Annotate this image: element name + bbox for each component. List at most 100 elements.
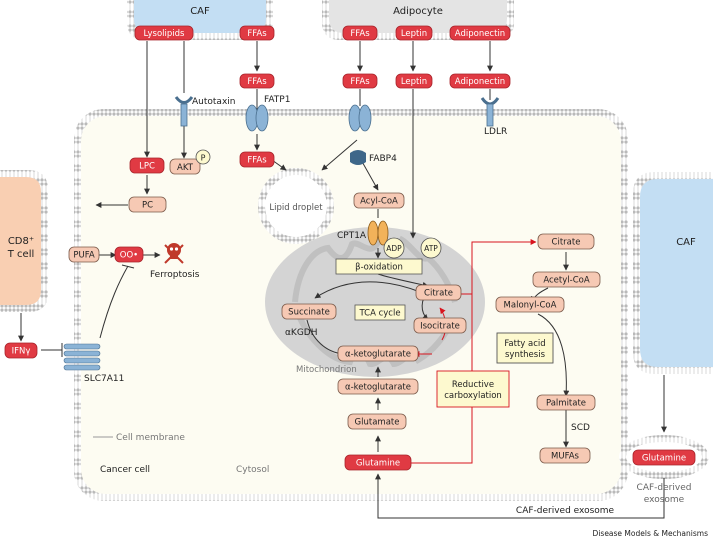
node-label-glutamine-exo: Glutamine — [642, 454, 686, 464]
node-ifn: IFNγ — [4, 342, 38, 359]
node-label-glutamine: Glutamine — [356, 459, 400, 469]
node-citrate-cyto: Citrate — [537, 233, 595, 250]
node-label-reductive-1: Reductive — [452, 380, 494, 390]
slc7a11-transporter — [63, 343, 101, 371]
caf-right-cell: CAF — [633, 172, 713, 374]
node-label-ffas-ext-b: FFAs — [350, 77, 370, 87]
node-label-akg-1: α-ketoglutarate — [345, 350, 411, 360]
node-ffas-in: FFAs — [239, 151, 275, 168]
adipocyte-ffa-transporter — [348, 104, 372, 132]
fatp1-label: FATP1 — [264, 95, 290, 105]
node-label-citrate-cyto: Citrate — [552, 238, 581, 248]
node-label-acyl-coa: Acyl-CoA — [360, 197, 398, 207]
node-citrate-mito: Citrate — [415, 284, 462, 301]
node-ffas-caf: FFAs — [239, 25, 275, 41]
node-label-lpc: LPC — [139, 162, 155, 172]
caf-top-title: CAF — [190, 6, 210, 17]
node-label-adiponectin-ext: Adiponectin — [455, 77, 505, 87]
node-label-mufas: MUFAs — [551, 452, 579, 462]
autotaxin-receptor — [174, 96, 194, 127]
node-ffas-ext-a: FFAs — [239, 73, 275, 89]
node-akg-2: α-ketoglutarate — [337, 378, 419, 395]
node-glutamate: Glutamate — [347, 413, 407, 430]
node-mufas: MUFAs — [539, 447, 591, 464]
fatp1-transporter — [245, 104, 269, 132]
node-label-citrate-mito: Citrate — [424, 289, 453, 299]
node-beta-ox: β-oxidation — [335, 258, 423, 275]
ldlr-label: LDLR — [484, 127, 507, 137]
ferroptosis-label: Ferroptosis — [150, 270, 200, 280]
autotaxin-label: Autotaxin — [192, 97, 235, 107]
node-adp: ADP — [383, 237, 405, 259]
node-label-ffas-adipo: FFAs — [350, 29, 370, 39]
skull-crossbones-icon — [164, 243, 184, 264]
cell-membrane-label: Cell membrane — [116, 433, 185, 443]
mitochondrion-label: Mitochondrion — [296, 365, 357, 375]
node-label-ffas-in: FFAs — [247, 156, 267, 166]
node-label-leptin-adipo: Leptin — [401, 29, 427, 39]
ldlr-receptor — [480, 97, 500, 127]
node-label-lysolipids: Lysolipids — [144, 29, 185, 39]
cd8-tcell: CD8⁺ T cell — [0, 170, 48, 312]
node-label-leptin-ext: Leptin — [401, 77, 427, 87]
node-label-palmitate: Palmitate — [546, 399, 586, 409]
node-pc: PC — [128, 196, 167, 213]
lipid-droplet-label: Lipid droplet — [269, 203, 323, 213]
caf-right-title: CAF — [676, 237, 696, 248]
node-isocitrate: Isocitrate — [413, 317, 467, 334]
node-label-reductive-2: carboxylation — [444, 391, 502, 401]
node-succinate: Succinate — [281, 303, 337, 320]
node-oo: OO• — [114, 246, 144, 263]
node-leptin-ext: Leptin — [395, 73, 433, 89]
cpt1a-transporter — [367, 220, 389, 246]
node-label-tca: TCA cycle — [358, 309, 400, 319]
node-label-ffas-caf: FFAs — [247, 29, 267, 39]
node-leptin-adipo: Leptin — [395, 25, 433, 41]
caf-exosome-arrow-label: CAF-derived exosome — [516, 506, 615, 516]
node-lysolipids: Lysolipids — [134, 25, 194, 41]
akgdh-label: αKGDH — [285, 328, 318, 338]
node-label-malonyl-coa: Malonyl-CoA — [504, 301, 557, 311]
node-atp: ATP — [420, 237, 442, 259]
node-adiponectin-adipo: Adiponectin — [449, 25, 511, 41]
node-label-isocitrate: Isocitrate — [420, 322, 460, 332]
credit-label: Disease Models & Mechanisms — [593, 529, 709, 538]
caf-exosome-label-1: CAF-derived — [637, 483, 692, 493]
node-label-succinate: Succinate — [288, 308, 330, 318]
node-label-glutamate: Glutamate — [355, 418, 400, 428]
node-label-akg-2: α-ketoglutarate — [345, 383, 411, 393]
node-adiponectin-ext: Adiponectin — [449, 73, 511, 89]
node-label-ifn: IFNγ — [12, 347, 31, 357]
node-acetyl-coa: Acetyl-CoA — [532, 271, 601, 288]
caf-exosome-label-2: exosome — [644, 495, 685, 505]
node-label-pufa: PUFA — [73, 251, 94, 261]
node-label-fas-1: Fatty acid — [504, 339, 545, 349]
node-label-adiponectin-adipo: Adiponectin — [455, 29, 505, 39]
adipocyte-title: Adipocyte — [393, 6, 443, 17]
cpt1a-label: CPT1A — [337, 231, 367, 241]
connectors — [18, 41, 667, 519]
cancer-cell-label: Cancer cell — [100, 465, 150, 475]
node-label-beta-ox: β-oxidation — [355, 263, 403, 273]
node-label-oo: OO• — [120, 251, 138, 261]
node-malonyl-coa: Malonyl-CoA — [495, 296, 565, 313]
node-akg-1: α-ketoglutarate — [337, 345, 419, 362]
node-label-akt: AKT — [177, 163, 194, 173]
node-label-fas-2: synthesis — [505, 350, 546, 360]
slc7a11-label: SLC7A11 — [84, 374, 124, 384]
cd8-label-1: CD8⁺ — [8, 236, 34, 247]
node-ffas-adipo: FFAs — [342, 25, 378, 41]
fabp4-protein — [350, 150, 366, 165]
node-pufa: PUFA — [68, 246, 100, 263]
node-glutamine: Glutamine — [344, 454, 412, 471]
free-labels: Autotaxin FATP1 FABP4 LDLR CPT1A αKGDH S… — [84, 95, 708, 538]
lipid-droplet: Lipid droplet — [258, 168, 334, 244]
cd8-label-2: T cell — [7, 249, 35, 260]
node-label-adp: ADP — [386, 244, 402, 253]
fabp4-label: FABP4 — [369, 154, 397, 164]
